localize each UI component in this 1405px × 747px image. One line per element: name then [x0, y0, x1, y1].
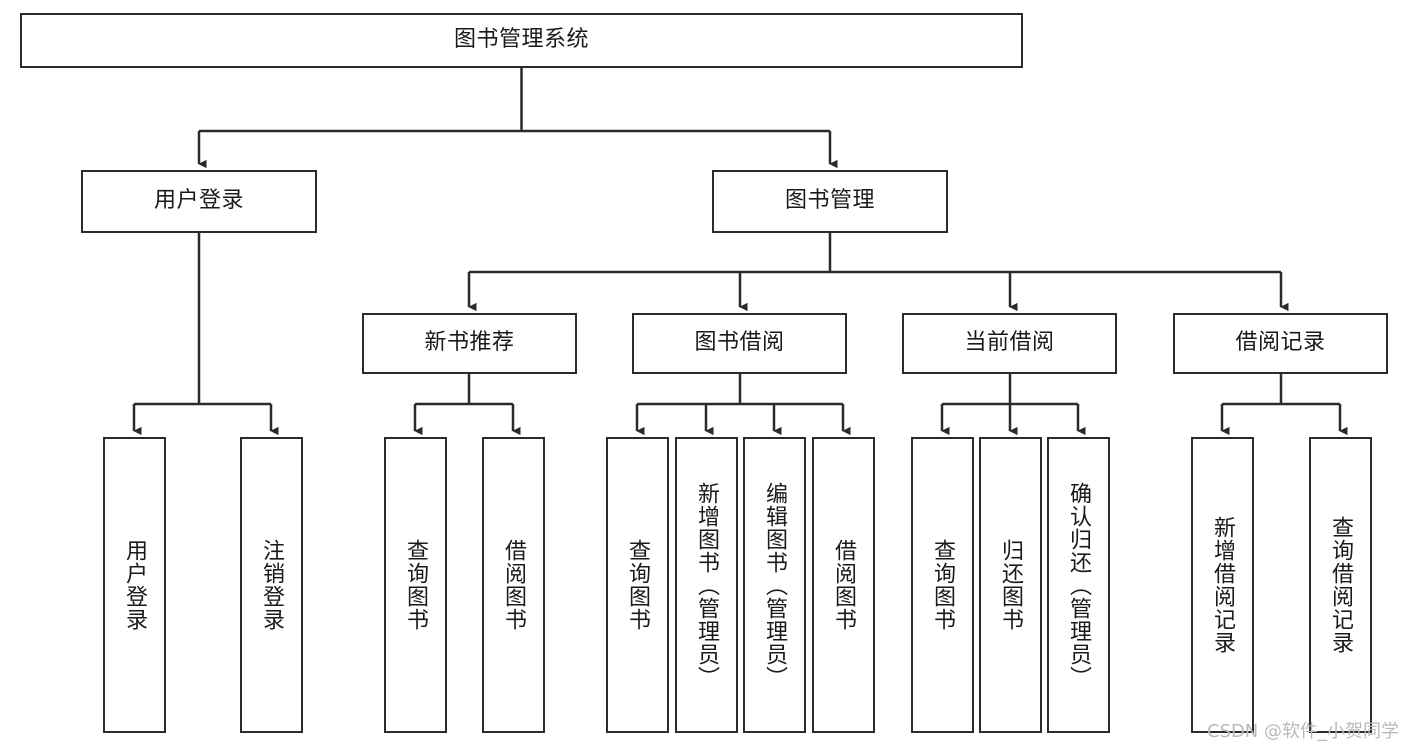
node-user-login[interactable]: 用户登录 [81, 170, 317, 233]
node-label: 借阅记录 [1235, 330, 1326, 356]
node-leaf-query-book-2[interactable]: 查询图书 [606, 437, 669, 733]
node-label: 编辑图书（管理员） [762, 481, 788, 689]
node-book-borrow[interactable]: 图书借阅 [632, 313, 847, 374]
node-leaf-logout-login[interactable]: 注销登录 [240, 437, 303, 733]
node-leaf-borrow-book-1[interactable]: 借阅图书 [482, 437, 545, 733]
node-label: 查询图书 [930, 539, 956, 631]
node-leaf-return-book[interactable]: 归还图书 [979, 437, 1042, 733]
node-leaf-confirm-return[interactable]: 确认归还（管理员） [1047, 437, 1110, 733]
node-leaf-query-book-1[interactable]: 查询图书 [384, 437, 447, 733]
node-label: 注销登录 [259, 539, 285, 631]
node-leaf-borrow-book-2[interactable]: 借阅图书 [812, 437, 875, 733]
node-leaf-edit-book[interactable]: 编辑图书（管理员） [743, 437, 806, 733]
node-book-management[interactable]: 图书管理 [712, 170, 948, 233]
node-label: 当前借阅 [964, 330, 1055, 356]
node-label: 借阅图书 [831, 539, 857, 631]
node-current-borrow[interactable]: 当前借阅 [902, 313, 1117, 374]
node-label: 归还图书 [998, 539, 1024, 631]
node-label: 图书管理 [784, 188, 875, 214]
node-new-book-recommend[interactable]: 新书推荐 [362, 313, 577, 374]
node-label: 用户登录 [153, 188, 244, 214]
node-root-system[interactable]: 图书管理系统 [20, 13, 1023, 68]
node-label: 新书推荐 [424, 330, 515, 356]
node-label: 图书管理系统 [453, 27, 589, 53]
node-leaf-add-borrow-record[interactable]: 新增借阅记录 [1191, 437, 1254, 733]
node-leaf-query-book-3[interactable]: 查询图书 [911, 437, 974, 733]
node-label: 图书借阅 [694, 330, 785, 356]
node-label: 查询图书 [625, 539, 651, 631]
node-leaf-user-login[interactable]: 用户登录 [103, 437, 166, 733]
node-label: 新增图书（管理员） [694, 481, 720, 689]
node-label: 确认归还（管理员） [1066, 481, 1092, 689]
node-label: 新增借阅记录 [1210, 516, 1236, 654]
node-label: 查询借阅记录 [1328, 516, 1354, 654]
node-leaf-add-book[interactable]: 新增图书（管理员） [675, 437, 738, 733]
node-leaf-query-borrow-record[interactable]: 查询借阅记录 [1309, 437, 1372, 733]
node-label: 借阅图书 [501, 539, 527, 631]
node-label: 用户登录 [122, 539, 148, 631]
node-label: 查询图书 [403, 539, 429, 631]
node-borrow-record[interactable]: 借阅记录 [1173, 313, 1388, 374]
